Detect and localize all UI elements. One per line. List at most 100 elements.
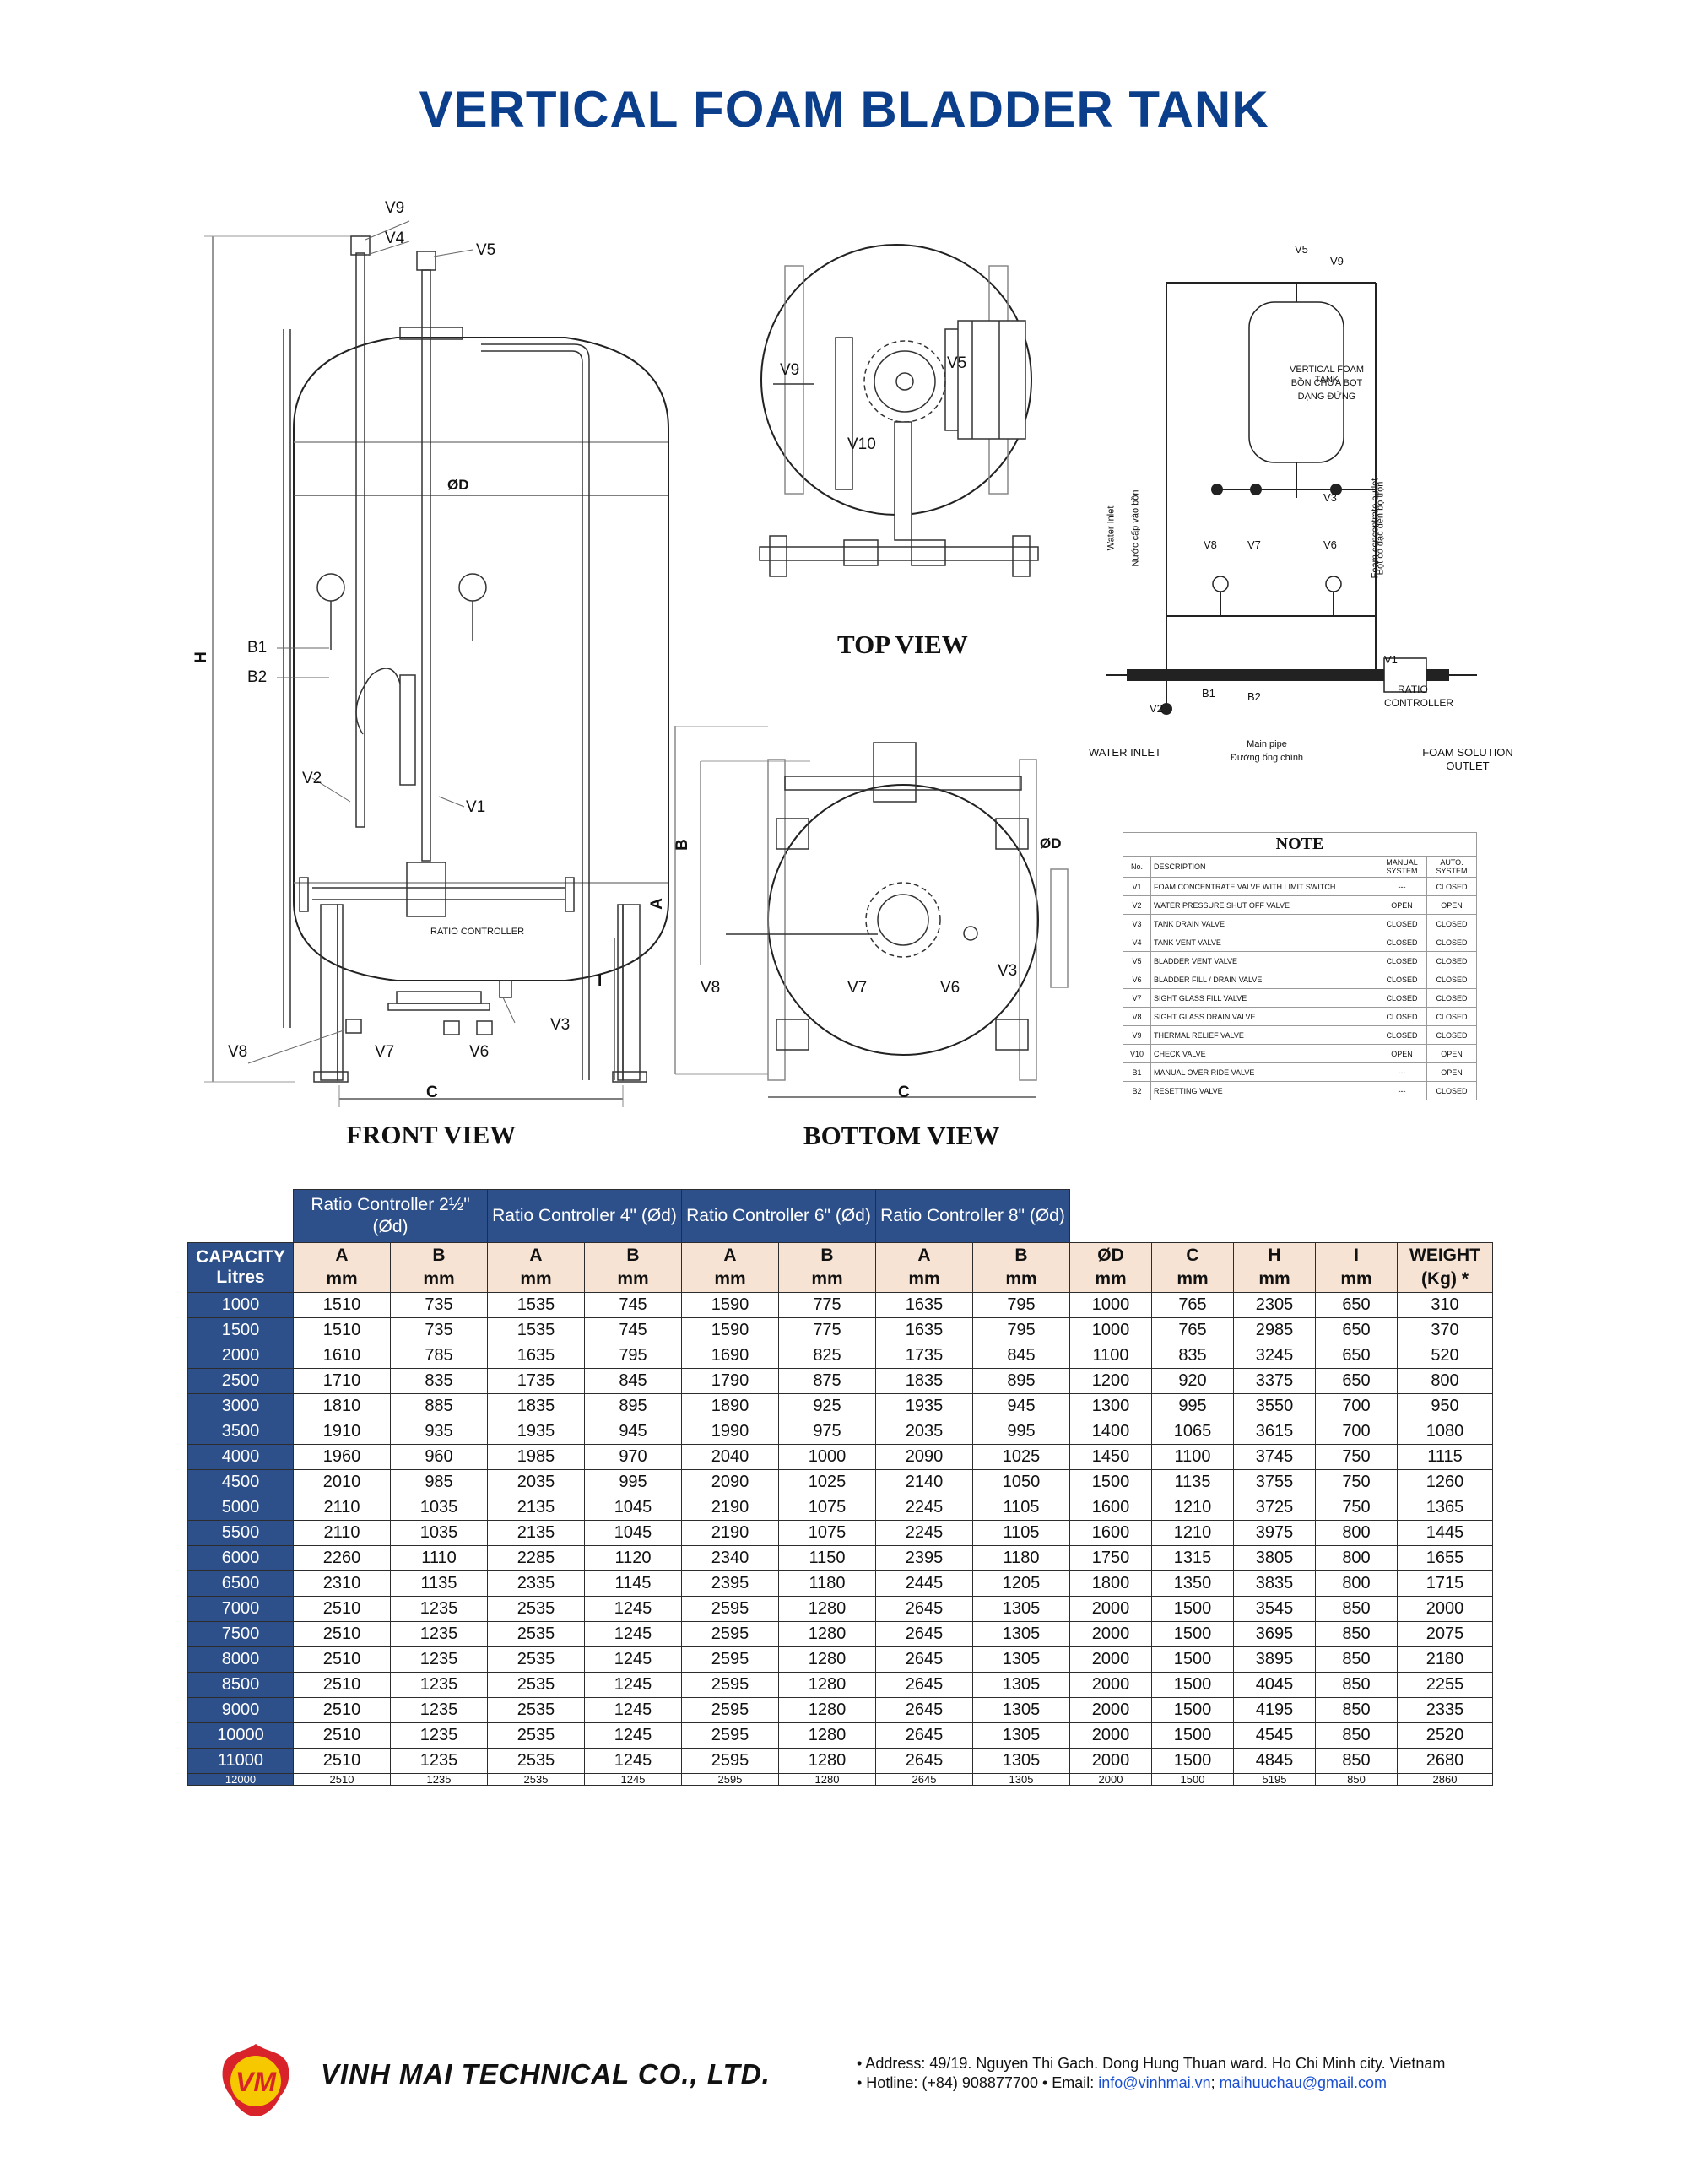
value-cell: 1000 bbox=[1069, 1317, 1152, 1343]
value-cell: 1835 bbox=[875, 1368, 973, 1394]
note-manual: CLOSED bbox=[1377, 1025, 1427, 1045]
value-cell: 1280 bbox=[778, 1748, 876, 1774]
column-header-unit: mm bbox=[811, 1269, 843, 1289]
value-cell: 1300 bbox=[1069, 1393, 1152, 1419]
value-cell: 2535 bbox=[487, 1697, 585, 1723]
column-header-name: C bbox=[1186, 1246, 1199, 1265]
value-cell: 1000 bbox=[778, 1444, 876, 1470]
value-cell: 1710 bbox=[293, 1368, 391, 1394]
value-cell: 1600 bbox=[1069, 1495, 1152, 1521]
value-cell: 1180 bbox=[972, 1545, 1070, 1571]
note-no: B1 bbox=[1123, 1062, 1151, 1082]
value-cell: 2645 bbox=[875, 1621, 973, 1647]
column-header-name: A bbox=[335, 1246, 349, 1265]
capacity-cell: 1000 bbox=[187, 1292, 294, 1318]
value-cell: 1690 bbox=[681, 1343, 779, 1369]
email-link-info[interactable]: info@vinhmai.vn bbox=[1098, 2074, 1211, 2091]
value-cell: 2285 bbox=[487, 1545, 585, 1571]
value-cell: 2395 bbox=[681, 1570, 779, 1597]
value-cell: 995 bbox=[584, 1469, 682, 1495]
note-description: BLADDER VENT VALVE bbox=[1150, 951, 1377, 970]
value-cell: 1400 bbox=[1069, 1419, 1152, 1445]
value-cell: 2035 bbox=[875, 1419, 973, 1445]
schematic-v9: V9 bbox=[1330, 255, 1344, 268]
note-no: V2 bbox=[1123, 895, 1151, 915]
value-cell: 800 bbox=[1315, 1520, 1398, 1546]
value-cell: 850 bbox=[1315, 1748, 1398, 1774]
value-cell: 3975 bbox=[1233, 1520, 1316, 1546]
note-auto: OPEN bbox=[1426, 895, 1477, 915]
value-cell: 2510 bbox=[293, 1697, 391, 1723]
value-cell: 3725 bbox=[1233, 1495, 1316, 1521]
note-auto: CLOSED bbox=[1426, 914, 1477, 933]
capacity-cell: 5000 bbox=[187, 1495, 294, 1521]
column-header-unit: mm bbox=[1177, 1269, 1209, 1289]
value-cell: 1315 bbox=[1151, 1545, 1234, 1571]
value-cell: 1235 bbox=[390, 1722, 488, 1749]
value-cell: 1100 bbox=[1069, 1343, 1152, 1369]
note-description: TANK VENT VALVE bbox=[1150, 933, 1377, 952]
label-v5: V5 bbox=[476, 241, 496, 259]
column-header-unit: mm bbox=[520, 1269, 552, 1289]
value-cell: 1635 bbox=[875, 1317, 973, 1343]
value-cell: 960 bbox=[390, 1444, 488, 1470]
value-cell: 520 bbox=[1397, 1343, 1493, 1369]
note-header-auto: AUTO. SYSTEM bbox=[1426, 856, 1477, 878]
value-cell: 2860 bbox=[1397, 1773, 1493, 1786]
group-header-2-5: Ratio Controller 2½" (Ød) bbox=[293, 1189, 488, 1243]
value-cell: 875 bbox=[778, 1368, 876, 1394]
value-cell: 2000 bbox=[1069, 1722, 1152, 1749]
value-cell: 1035 bbox=[390, 1520, 488, 1546]
value-cell: 750 bbox=[1315, 1444, 1398, 1470]
note-no: V4 bbox=[1123, 933, 1151, 952]
schematic-water-inlet-en: Water Inlet bbox=[1106, 505, 1117, 551]
capacity-cell: 2000 bbox=[187, 1343, 294, 1369]
value-cell: 1260 bbox=[1397, 1469, 1493, 1495]
value-cell: 1280 bbox=[778, 1672, 876, 1698]
value-cell: 2075 bbox=[1397, 1621, 1493, 1647]
value-cell: 1235 bbox=[390, 1646, 488, 1673]
value-cell: 850 bbox=[1315, 1596, 1398, 1622]
email-link-gmail[interactable]: maihuuchau@gmail.com bbox=[1219, 2074, 1388, 2091]
value-cell: 2595 bbox=[681, 1672, 779, 1698]
value-cell: 1835 bbox=[487, 1393, 585, 1419]
value-cell: 995 bbox=[972, 1419, 1070, 1445]
capacity-cell: 4500 bbox=[187, 1469, 294, 1495]
column-header: WEIGHT(Kg) * bbox=[1397, 1242, 1493, 1293]
value-cell: 1535 bbox=[487, 1317, 585, 1343]
company-hotline: • Hotline: (+84) 908877700 • Email: bbox=[857, 2074, 1099, 2091]
value-cell: 1635 bbox=[487, 1343, 585, 1369]
column-header-name: A bbox=[529, 1246, 543, 1265]
note-description: MANUAL OVER RIDE VALVE bbox=[1150, 1062, 1377, 1082]
note-description: THERMAL RELIEF VALVE bbox=[1150, 1025, 1377, 1045]
value-cell: 650 bbox=[1315, 1343, 1398, 1369]
value-cell: 1245 bbox=[584, 1621, 682, 1647]
value-cell: 1305 bbox=[972, 1722, 1070, 1749]
note-auto: CLOSED bbox=[1426, 1081, 1477, 1100]
value-cell: 1985 bbox=[487, 1444, 585, 1470]
value-cell: 700 bbox=[1315, 1393, 1398, 1419]
value-cell: 2645 bbox=[875, 1722, 973, 1749]
value-cell: 2595 bbox=[681, 1748, 779, 1774]
column-header-unit: mm bbox=[617, 1269, 649, 1289]
value-cell: 2010 bbox=[293, 1469, 391, 1495]
note-no: V7 bbox=[1123, 988, 1151, 1008]
value-cell: 4045 bbox=[1233, 1672, 1316, 1698]
value-cell: 1210 bbox=[1151, 1495, 1234, 1521]
dim-c-front: C bbox=[426, 1084, 438, 1101]
note-auto: OPEN bbox=[1426, 1044, 1477, 1063]
value-cell: 2510 bbox=[293, 1672, 391, 1698]
column-header-name: CAPACITY bbox=[196, 1247, 285, 1267]
value-cell: 1445 bbox=[1397, 1520, 1493, 1546]
value-cell: 1245 bbox=[584, 1722, 682, 1749]
label-ratio-controller: RATIO CONTROLLER bbox=[430, 927, 525, 937]
column-header-unit: mm bbox=[423, 1269, 455, 1289]
